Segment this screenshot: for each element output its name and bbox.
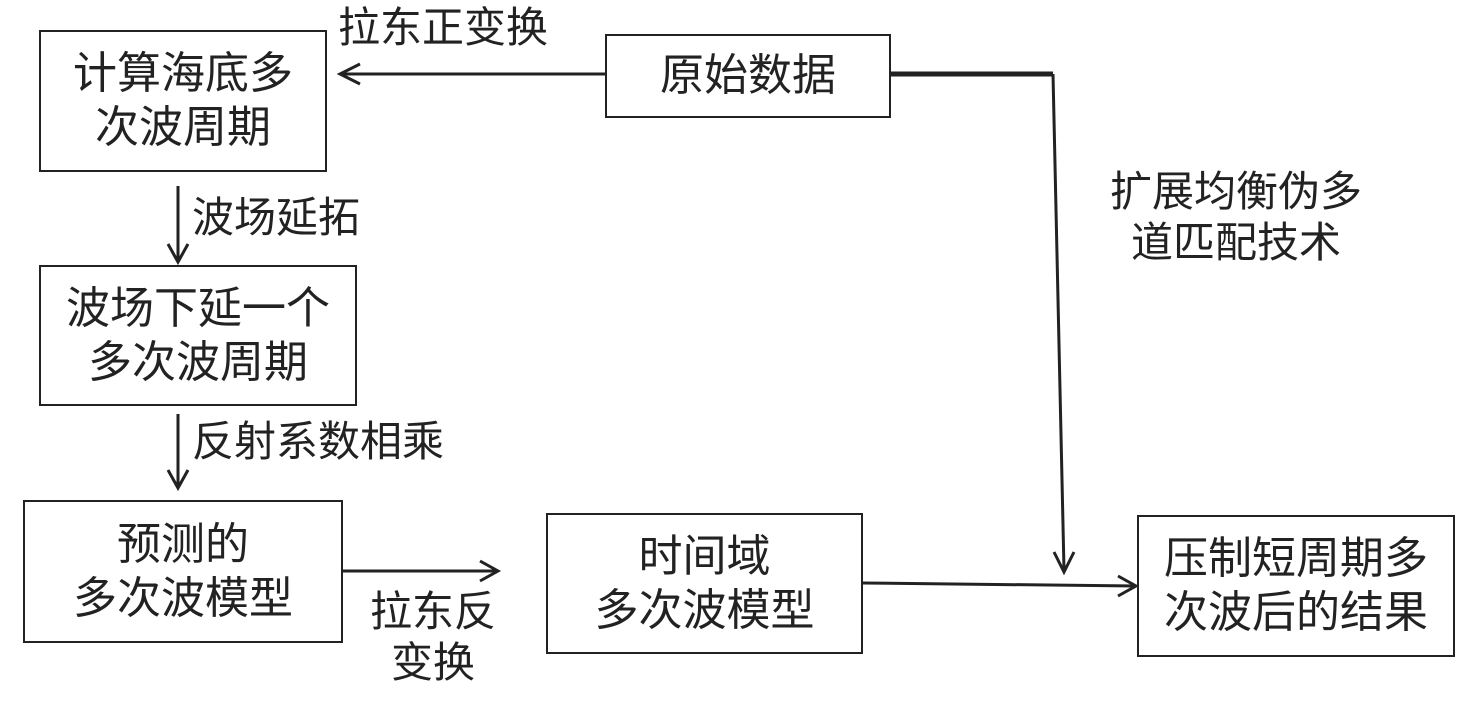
radon-inverse-label: 拉东反 变换 bbox=[369, 587, 496, 688]
radon-forward-label: 拉东正变换 bbox=[338, 3, 549, 52]
compute-period-line-1: 计算海底多 bbox=[73, 48, 293, 100]
predicted-model-line-1: 预测的 bbox=[117, 518, 249, 570]
predicted-model-line-2: 多次波模型 bbox=[73, 572, 293, 624]
time-domain-model-line-1: 时间域 bbox=[638, 530, 771, 582]
original-data-box: 原始数据 bbox=[605, 34, 891, 118]
time-domain-model-box: 时间域 多次波模型 bbox=[546, 513, 863, 654]
downward-continue-line-2: 多次波周期 bbox=[88, 336, 308, 388]
edge-radon-forward bbox=[336, 62, 605, 86]
original-data-text: 原始数据 bbox=[660, 50, 836, 102]
edge-wavefield-extrapolation bbox=[166, 186, 190, 266]
result-box: 压制短周期多 次波后的结果 bbox=[1137, 515, 1455, 657]
compute-period-box: 计算海底多 次波周期 bbox=[39, 30, 327, 172]
edge-time-to-result bbox=[862, 574, 1140, 598]
edge-multiply-reflection bbox=[166, 414, 190, 492]
multiply-reflection-label: 反射系数相乘 bbox=[192, 417, 445, 466]
wavefield-extrapolation-label: 波场延拓 bbox=[192, 193, 361, 242]
result-line-1: 压制短周期多 bbox=[1164, 533, 1428, 585]
predicted-model-box: 预测的 多次波模型 bbox=[23, 500, 343, 643]
time-domain-model-line-2: 多次波模型 bbox=[594, 584, 815, 636]
result-line-2: 次波后的结果 bbox=[1164, 587, 1428, 638]
matching-technique-label: 扩展均衡伪多 道匹配技术 bbox=[1109, 167, 1362, 268]
edge-matching-technique bbox=[891, 71, 1076, 576]
downward-continue-line-1: 波场下延一个 bbox=[66, 282, 330, 334]
compute-period-line-2: 次波周期 bbox=[95, 102, 271, 153]
edge-radon-inverse bbox=[343, 559, 502, 583]
downward-continue-box: 波场下延一个 多次波周期 bbox=[39, 265, 357, 406]
